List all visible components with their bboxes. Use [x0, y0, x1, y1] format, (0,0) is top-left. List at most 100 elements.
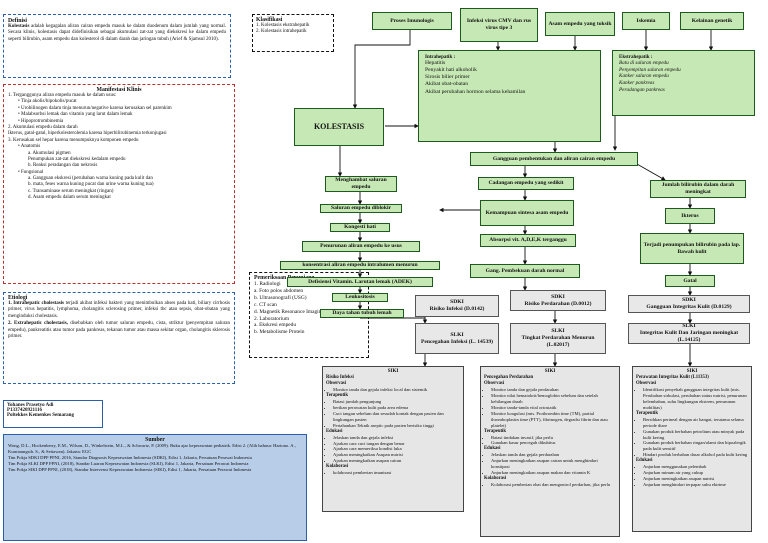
definisi-box: Definisi Kolestasis adalah kegagalan ali…: [3, 14, 231, 78]
siki-section-title: Kolaborasi: [484, 475, 507, 481]
sumber-box: Sumber Wong, D.L., Hockenberry, E.M., Wi…: [3, 434, 307, 541]
slki-box-3: SLKI Integritas Kulit Dan Jaringan menin…: [628, 323, 750, 344]
siki-section-title: Edukasi: [636, 458, 653, 464]
pemeriksaan-item: d. Magnetik Resonance Imaging (MRI): [254, 308, 340, 315]
siki-item: Anjurkan meningkatkan asupan cairan untu…: [491, 458, 616, 470]
manifestasi-item: Ikterus, gatal-gatal, hiperkolesterolemi…: [8, 131, 167, 137]
manifestasi-item: • Urobilinogen dalam tinja menurun/negat…: [18, 105, 172, 111]
siki-item: Anjurkan menggunakan pelembab: [643, 464, 748, 470]
definisi-term: Kolestasis: [8, 24, 30, 29]
slki-box-1: SLKI Pencegahan Infeksi (L. 14539): [415, 323, 499, 354]
ekstrahepatik-title: Ekstrahepatik :: [619, 55, 653, 60]
siki-item: Anjurkan meningkatkan asupan nutrisi: [643, 476, 748, 482]
siki-head: SIKI: [544, 369, 556, 374]
intrahepatik-title: Intrahepatik :: [425, 55, 456, 60]
siki-section-list: kolaborasi pemberian imunisasi: [326, 470, 460, 476]
sdki-label-3: SDKI: [682, 297, 696, 304]
node-jumlah-bilirubin: Jumlah bilirubin dalam darah meningkat: [650, 180, 746, 198]
siki-title: Risiko Infeksi: [326, 375, 354, 381]
slki-name-2: Tingkat Perdarahan Menurun (L.02017): [521, 335, 595, 348]
manifestasi-item: 1. Terganggunya aliran empedu masuk ke d…: [8, 93, 117, 98]
cause-kelainan-genetik: Kelainan genetik: [680, 12, 744, 30]
siki-item: Pertahankan Teknik aseptic pada pasien b…: [333, 423, 460, 429]
manifestasi-item: • Anatomis: [18, 144, 41, 150]
manifestasi-item: b. mata, feses warna kuning pucat dan ur…: [28, 182, 154, 188]
pemeriksaan-item: b. Ultrasonografi (USG): [254, 294, 307, 301]
pemeriksaan-item: 2. Laboratorium: [254, 315, 290, 322]
siki-section-list: Anjurkan menggunakan pelembabAnjurkan mi…: [636, 464, 748, 488]
manifestasi-item: • Malabsorbsi lemak dan vitamin yang lar…: [18, 112, 133, 118]
etiologi-term-1: 1. Intrahepatic cholestasis: [8, 301, 65, 306]
node-defisiensi-vitamin: Defisiensi Vitamin. Larutan lemak (ADEK): [287, 277, 433, 287]
siki-item: Monitor tanda dan gejala infeksi local d…: [333, 387, 460, 393]
siki-item: Bersihkan perineal dengan air hangat, te…: [643, 417, 748, 429]
siki-title: Pencegahan Perdarahan: [484, 375, 534, 381]
etiologi-item-2: 2. Extrahepatic cholestasis, disebabkan …: [8, 321, 230, 340]
node-menghambat-saluran: Menghambat saluran empedu: [325, 176, 397, 192]
siki-section-list: Batasi tindakan invasif, jika perluGunak…: [484, 435, 616, 447]
siki-item: Monitor nilai hematokrit/hemoglobin sebe…: [491, 393, 616, 405]
slki-label-3: SLKI: [682, 323, 696, 330]
kolestasis-node: KOLESTASIS: [294, 108, 384, 146]
node-kemampuan-sintesa: Kemampuan sintesa asam empedu: [480, 200, 574, 226]
intrahepatik-item: Akibat perubahan hormon selama kehamilan: [425, 88, 526, 95]
manifestasi-item: • Tinja akolis/hipokolis/pucat: [18, 99, 77, 105]
node-konsentrasi-aliran: konsentrasi aliran empedu intralumen men…: [280, 261, 440, 270]
sdki-box-2: SDKI Risiko Perdarahan (D.0012): [510, 290, 606, 311]
siki-section-title: Observasi: [636, 381, 657, 387]
sdki-name-1: Risiko Infeksi (D.0142): [429, 306, 485, 312]
siki-section-list: Jelaskan tanda dan gejala perdarahanAnju…: [484, 452, 616, 476]
siki-item: Gunakan kasur pencegah dikubitus: [491, 440, 616, 446]
siki-section-list: Monitor tanda dan gejala perdarahanMonit…: [484, 387, 616, 428]
manifestasi-list: 1. Terganggunya aliran empedu masuk ke d…: [8, 93, 230, 202]
ekstrahepatik-item: Kanker saluran empedu: [619, 73, 669, 80]
siki-section-list: Monitor tanda dan gejala infeksi local d…: [326, 387, 460, 393]
siki-section-title: Terapeutik: [326, 393, 348, 399]
etiologi-text-1: terjadi akibat infeksi bakteri yang meni…: [8, 301, 230, 319]
node-gangguan-pembentukan: Gangguan pembentukan dan aliran cairan e…: [470, 152, 638, 166]
klasifikasi-item-1: 1. Kolestasis ekstrahepatik: [256, 23, 310, 28]
sdki-name-2: Risiko Perdarahan (D.0012): [524, 300, 592, 307]
cause-iskemia: Iskemia: [622, 12, 670, 30]
siki-item: Monitor tanda dan gejala perdarahan: [491, 387, 616, 393]
siki-title: Perawatan Integritas Kulit (L11353): [636, 375, 709, 381]
pemeriksaan-item: 1. Radiologi: [254, 281, 281, 287]
ekstrahepatik-item: Peradangan pankreas: [619, 86, 665, 93]
author-nim: P1337420921116: [7, 408, 43, 413]
siki-section-list: Jelaskan tanda dan gejala infeksiAjarkan…: [326, 435, 460, 464]
manifestasi-item: b. Reaksi peradangan dan nekrosis: [28, 163, 98, 169]
manifestasi-item: a. Gangguan ekskresi (perubahan warna ku…: [28, 176, 153, 182]
siki-section-title: Terapeutik: [484, 428, 506, 434]
siki-item: Anjurkan minum air yang cukup: [643, 470, 748, 476]
manifestasi-item: Penumpukan zat-zat diekskresi kedalam em…: [28, 156, 126, 162]
sumber-item-2: Tim Pokja SDKI DPP PPNI, 2016, Standar D…: [8, 454, 252, 460]
manifestasi-title: Manifestasi Klinis: [96, 87, 142, 93]
siki-item: Identifikasi penyebab gangguan integrita…: [643, 387, 748, 411]
pemeriksaan-item: c. CT scan: [254, 301, 277, 308]
siki-item: Anjurkan menghindari terpapar suhu ektri…: [643, 482, 748, 488]
node-saluran-diblokir: Saluran empedu diblokir: [320, 204, 402, 213]
node-ikterus: Ikterus: [665, 208, 715, 224]
siki-section-title: Edukasi: [484, 446, 501, 452]
siki-item: Ajarkan meningkatkan Asupan nutrisi: [333, 452, 460, 458]
siki-section-list: Batasi jumlah pengunjungberikan perawata…: [326, 399, 460, 428]
siki-section-list: Identifikasi penyebab gangguan integrita…: [636, 387, 748, 411]
node-kongesti-hati: Kongesti hati: [330, 223, 390, 232]
sdki-box-1: SDKI Risiko Infeksi (D.0142): [415, 295, 499, 317]
siki-section-title: Observasi: [484, 381, 505, 387]
intrahepatik-item: Hepatitis: [425, 60, 446, 66]
siki-item: Hindari produk berbahan dasar alkohol pa…: [643, 452, 748, 458]
manifestasi-item: • Fungsional: [18, 169, 44, 175]
manifestasi-item: c. Transaminase serum meningkat (ringan): [28, 188, 114, 194]
klasifikasi-box: Klasifikasi 1. Kolestasis ekstrahepatik …: [252, 14, 334, 52]
sdki-label-1: SDKI: [450, 299, 464, 306]
siki-item: berikan perawatan kulit pada area edema: [333, 405, 460, 411]
manifestasi-item: d. Asam empedu dalam serum meningkat: [28, 195, 111, 201]
sumber-item-3: Tim Pokja SLKI DPP PPNI, (2018), Standar…: [8, 460, 249, 466]
siki-item: Ajarkan cara cuci tangan dengan benar: [333, 441, 460, 447]
siki-section-list: Bersihkan perineal dengan air hangat, te…: [636, 417, 748, 458]
cause-proses-imunologis: Proses Imunologis: [372, 12, 452, 30]
